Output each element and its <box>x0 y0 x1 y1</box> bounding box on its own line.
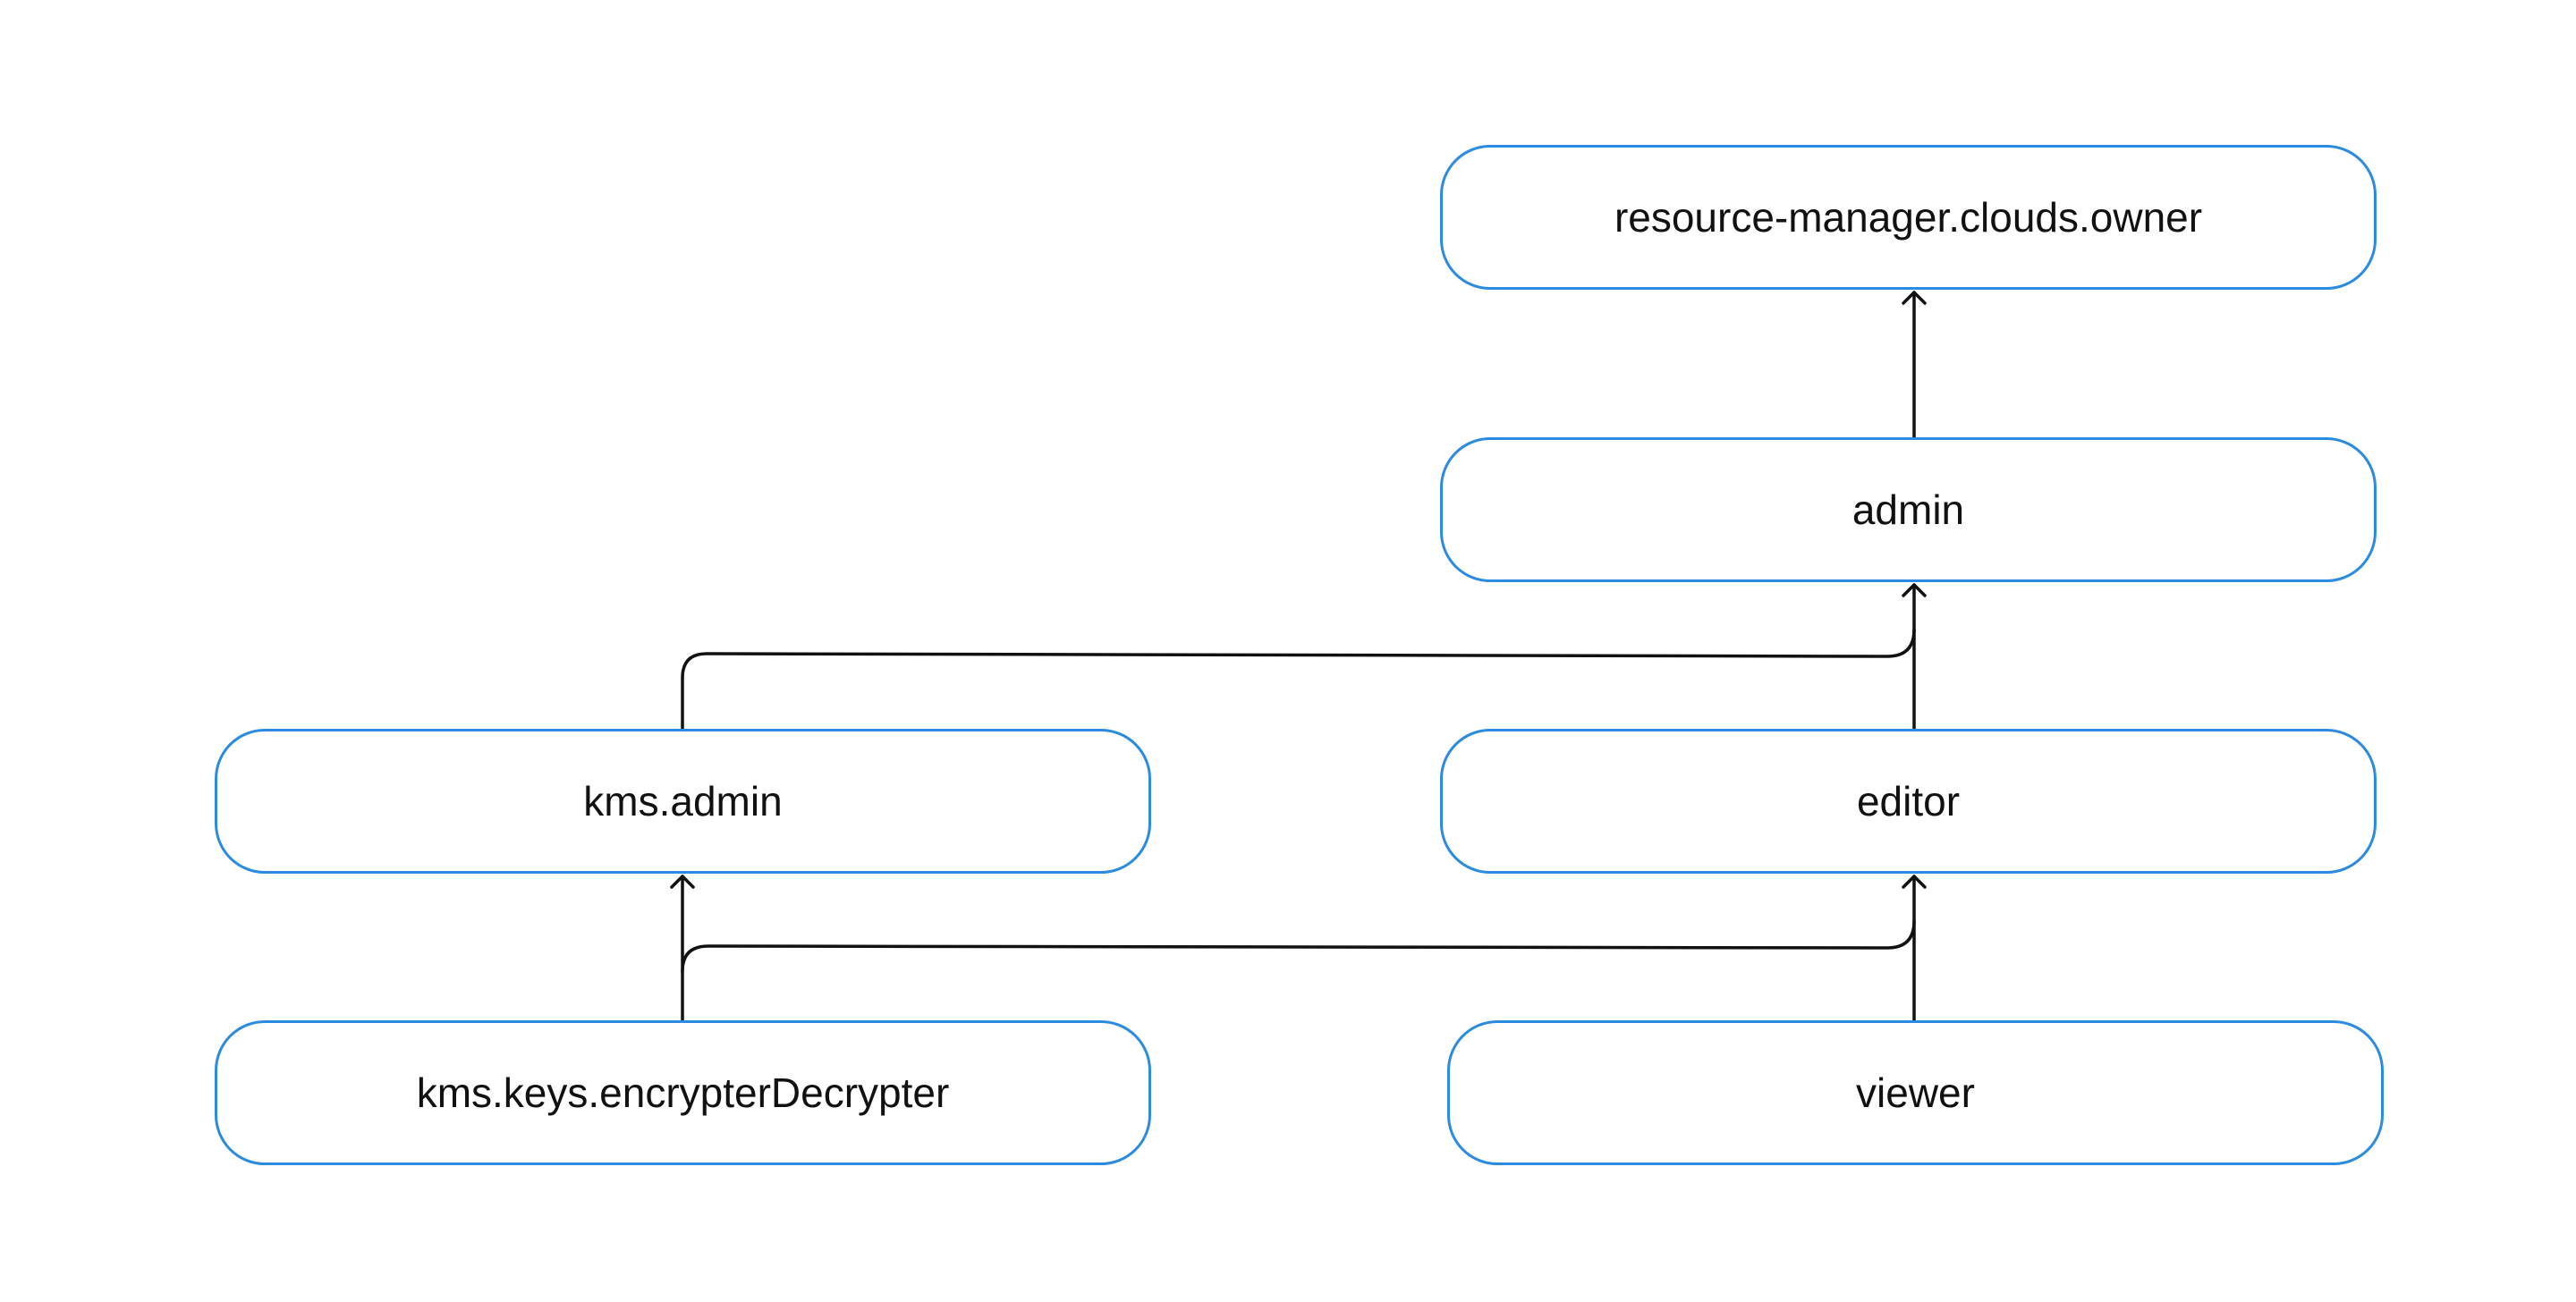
arrowhead-editor <box>1902 875 1927 889</box>
node-viewer: viewer <box>1447 1020 2384 1165</box>
node-editor: editor <box>1440 729 2377 874</box>
node-admin: admin <box>1440 437 2377 582</box>
arrowhead-owner <box>1902 291 1927 305</box>
edge-kms-admin-to-admin <box>681 628 1916 731</box>
node-kms-admin: kms.admin <box>215 729 1151 874</box>
edge-kms-keys-to-editor <box>681 919 1916 973</box>
node-kms-keys-encrypter-decrypter: kms.keys.encrypterDecrypter <box>215 1020 1151 1165</box>
node-label: editor <box>1856 778 1961 824</box>
node-label: kms.keys.encrypterDecrypter <box>416 1070 950 1116</box>
node-label: kms.admin <box>583 778 783 824</box>
node-resource-manager-clouds-owner: resource-manager.clouds.owner <box>1440 145 2377 290</box>
node-label: viewer <box>1856 1070 1975 1116</box>
node-label: resource-manager.clouds.owner <box>1614 194 2203 241</box>
arrowhead-admin <box>1902 583 1927 597</box>
node-label: admin <box>1852 486 1965 533</box>
arrowhead-kms-admin <box>670 875 695 889</box>
